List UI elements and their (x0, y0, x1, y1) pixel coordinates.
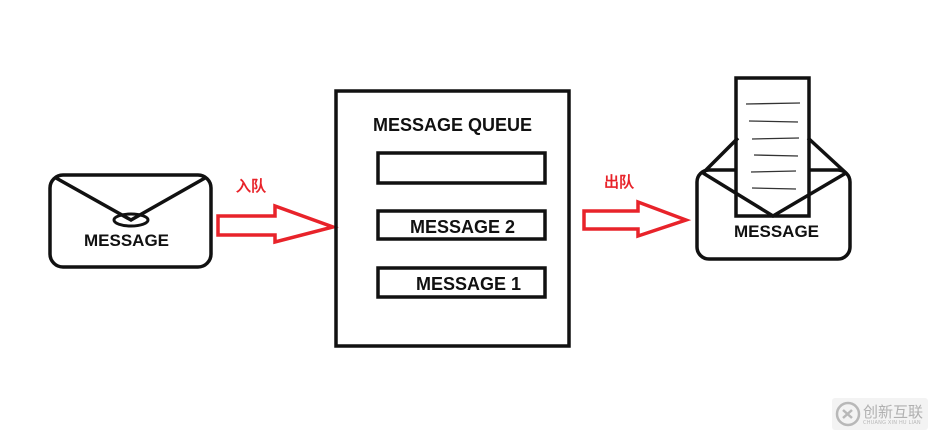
dequeue-arrow (582, 199, 692, 239)
enqueue-label: 入队 (236, 178, 267, 195)
queue-slot-message-1 (376, 266, 547, 299)
consumer-open-envelope-icon (695, 76, 852, 261)
queue-slot-empty (376, 151, 547, 185)
consumer-message-label: MESSAGE (734, 222, 820, 241)
message-queue-box (334, 89, 571, 348)
watermark-subtext: CHUANG XIN HU LIAN (863, 420, 921, 426)
watermark-logo: 创新互联 CHUANG XIN HU LIAN (832, 398, 928, 430)
producer-message-label: MESSAGE (84, 231, 170, 250)
watermark-emblem-icon (835, 401, 861, 427)
queue-slot-label-message-1: MESSAGE 1 (416, 274, 522, 294)
dequeue-label: 出队 (604, 174, 635, 191)
watermark-text: 创新互联 (863, 403, 924, 421)
queue-title: MESSAGE QUEUE (373, 115, 533, 135)
enqueue-arrow (216, 203, 339, 245)
letter-text-lines (745, 102, 801, 190)
queue-slot-message-2 (376, 209, 547, 241)
producer-envelope-icon (48, 173, 213, 269)
queue-slot-label-message-2: MESSAGE 2 (410, 217, 516, 237)
